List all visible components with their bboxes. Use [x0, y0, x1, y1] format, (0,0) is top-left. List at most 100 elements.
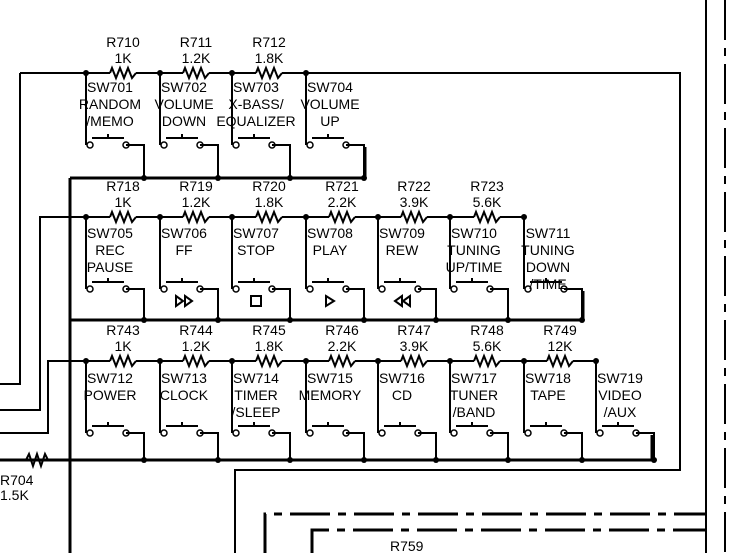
switch-ref: SW702 — [161, 79, 207, 95]
switch-label: TIMER — [234, 387, 278, 403]
switch-ref: SW713 — [161, 370, 207, 386]
switch-label: TUNING — [521, 242, 575, 258]
switch-label: CLOCK — [160, 387, 209, 403]
rewind-icon — [393, 294, 411, 308]
resistor-ref: R712 — [252, 34, 286, 50]
switch-ref: SW718 — [525, 370, 571, 386]
switch-ref: SW708 — [307, 225, 353, 241]
switch-label: TUNER — [450, 387, 498, 403]
resistor-ref: R745 — [252, 322, 286, 338]
resistor-value: 5.6K — [473, 194, 502, 210]
stop-icon — [250, 295, 262, 307]
switch-row-3: R7431KR7441.2KR7451.8KR7462.2KR7473.9KR7… — [83, 322, 657, 463]
switch-label: DOWN — [526, 259, 570, 275]
switch-label: RANDOM — [79, 96, 141, 112]
resistor-ref: R720 — [252, 178, 286, 194]
switch-label: UP/TIME — [446, 259, 503, 275]
switch-label: /AUX — [604, 404, 637, 420]
switch-label: PAUSE — [87, 259, 133, 275]
resistor-value: 2.2K — [328, 338, 357, 354]
switch-label: X-BASS/ — [228, 96, 283, 112]
switch-label: PLAY — [313, 242, 348, 258]
resistor-ref: R748 — [470, 322, 504, 338]
switch-ref: SW710 — [451, 225, 497, 241]
switch-label: /BAND — [453, 404, 496, 420]
switch-ref: SW712 — [87, 370, 133, 386]
switch-ref: SW719 — [597, 370, 643, 386]
resistor-value: 1K — [114, 194, 132, 210]
resistor-ref: R722 — [397, 178, 431, 194]
switch-ref: SW709 — [379, 225, 425, 241]
switch-label: VIDEO — [598, 387, 642, 403]
switch-ref: SW715 — [307, 370, 353, 386]
switch-label: FF — [175, 242, 192, 258]
switch-label: UP — [320, 113, 339, 129]
resistor-value: 1.8K — [255, 194, 284, 210]
resistor-ref: R747 — [397, 322, 431, 338]
resistor-ref: R744 — [179, 322, 213, 338]
resistor-value: 1.2K — [182, 50, 211, 66]
switch-label: MEMORY — [299, 387, 362, 403]
switch-label: TUNING — [447, 242, 501, 258]
switch-ref: SW703 — [233, 79, 279, 95]
switch-ref: SW705 — [87, 225, 133, 241]
switch-label: REC — [95, 242, 125, 258]
resistor-value: 1.2K — [182, 194, 211, 210]
fast-forward-icon — [175, 294, 194, 308]
switch-row-2: R7181KR7191.2KR7201.8KR7212.2KR7223.9KR7… — [83, 178, 585, 323]
switch-ref: SW711 — [526, 225, 571, 241]
resistor-value: 1.8K — [255, 50, 284, 66]
switch-row-1: R7101KR7111.2KR7121.8KSW701RANDOM/MEMOSW… — [79, 34, 367, 181]
switch-label: TAPE — [530, 387, 566, 403]
switch-label: /SLEEP — [231, 404, 280, 420]
resistor-value: 1.2K — [182, 338, 211, 354]
switch-ref: SW714 — [233, 370, 279, 386]
resistor-ref: R743 — [106, 322, 140, 338]
resistor-ref: R718 — [106, 178, 140, 194]
resistor-value: 1K — [114, 50, 132, 66]
r759-ref: R759 — [390, 538, 424, 553]
switch-label: /MEMO — [86, 113, 134, 129]
switch-label: EQUALIZER — [216, 113, 295, 129]
switch-label: POWER — [84, 387, 137, 403]
switch-ref: SW716 — [379, 370, 425, 386]
switch-ref: SW701 — [87, 79, 133, 95]
switch-ref: SW717 — [451, 370, 497, 386]
switch-label: VOLUME — [300, 96, 359, 112]
resistor-ref: R723 — [470, 178, 504, 194]
switch-ref: SW706 — [161, 225, 207, 241]
switch-label: VOLUME — [154, 96, 213, 112]
r704-ref: R704 — [0, 472, 34, 488]
switch-label: CD — [392, 387, 412, 403]
